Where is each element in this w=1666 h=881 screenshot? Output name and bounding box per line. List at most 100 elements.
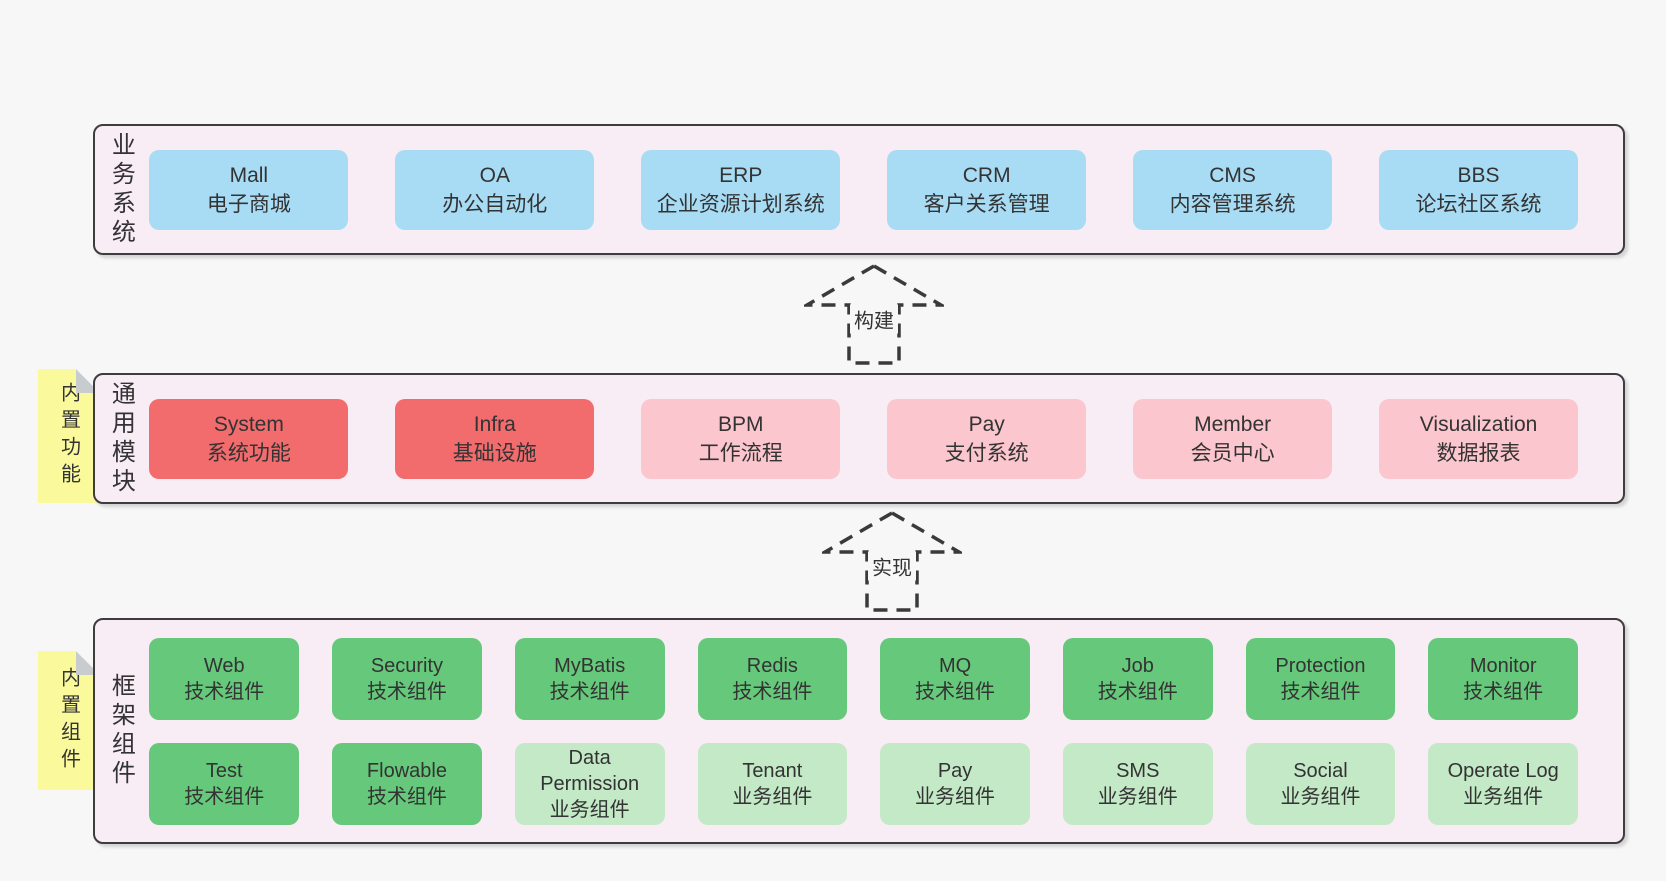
- box-social: Social 业务组件: [1245, 742, 1396, 825]
- box-pay: Pay 支付系统: [887, 398, 1087, 479]
- arrow-label: 实现: [868, 551, 916, 581]
- box-title: Infra: [473, 412, 516, 436]
- components-row-2: Test 技术组件 Flowable 技术组件 Data Permission …: [149, 742, 1579, 825]
- box-subtitle: 企业资源计划系统: [656, 192, 825, 216]
- sticky-note-built-in-components: 内置组件: [38, 651, 100, 790]
- box-title: ERP: [719, 163, 763, 187]
- box-bpm: BPM 工作流程: [641, 398, 841, 479]
- layer-label: 业务系统: [107, 131, 135, 248]
- framework-components-grid: Web 技术组件 Security 技术组件 MyBatis 技术组件 Redi…: [133, 637, 1623, 825]
- box-monitor: Monitor 技术组件: [1428, 637, 1579, 720]
- box-subtitle: 电子商城: [206, 192, 291, 216]
- arrow-implement: 实现: [822, 510, 962, 614]
- box-title: BPM: [717, 412, 764, 436]
- box-title: Mall: [229, 163, 269, 187]
- box-test: Test 技术组件: [149, 742, 300, 825]
- layer-framework-components: 框架组件 Web 技术组件 Security 技术组件 MyBatis 技术组件…: [93, 618, 1625, 844]
- box-subtitle: 技术组件: [1097, 680, 1178, 703]
- box-job: Job 技术组件: [1062, 637, 1213, 720]
- box-subtitle: 内容管理系统: [1169, 192, 1296, 216]
- box-subtitle: 技术组件: [1280, 680, 1361, 703]
- box-subtitle: 基础设施: [452, 441, 537, 465]
- note-label: 内置组件: [57, 666, 80, 775]
- box-title: Redis: [746, 654, 798, 677]
- box-subtitle: 技术组件: [1463, 680, 1544, 703]
- box-title: Monitor: [1469, 654, 1537, 677]
- box-title: MQ: [938, 654, 972, 677]
- box-title: BBS: [1457, 163, 1500, 187]
- box-title: Visualization: [1419, 412, 1538, 436]
- box-subtitle: 技术组件: [549, 680, 630, 703]
- box-visualization: Visualization 数据报表: [1379, 398, 1579, 479]
- box-bbs: BBS 论坛社区系统: [1379, 149, 1579, 230]
- layer-label: 通用模块: [107, 380, 135, 497]
- layer-label: 框架组件: [107, 673, 135, 789]
- box-subtitle: 技术组件: [732, 680, 813, 703]
- box-subtitle: 技术组件: [915, 680, 996, 703]
- box-title: Pay: [937, 759, 973, 782]
- box-title: Pay: [968, 412, 1005, 436]
- box-flowable: Flowable 技术组件: [332, 742, 482, 825]
- box-tenant: Tenant 业务组件: [697, 742, 848, 825]
- arrow-build: 构建: [804, 263, 944, 367]
- box-system: System 系统功能: [149, 398, 349, 479]
- box-title: Protection: [1275, 654, 1366, 677]
- arrow-label: 构建: [850, 304, 898, 334]
- note-label: 内置功能: [57, 382, 80, 490]
- box-cms: CMS 内容管理系统: [1133, 149, 1333, 230]
- box-oa: OA 办公自动化: [395, 149, 595, 230]
- box-title: Flowable: [366, 759, 447, 782]
- box-subtitle: 数据报表: [1436, 441, 1521, 465]
- box-operate-log: Operate Log 业务组件: [1428, 742, 1579, 825]
- box-infra: Infra 基础设施: [395, 398, 595, 479]
- box-security: Security 技术组件: [332, 637, 482, 720]
- box-title: Social: [1293, 759, 1348, 782]
- box-erp: ERP 企业资源计划系统: [641, 149, 841, 230]
- box-subtitle: 论坛社区系统: [1415, 192, 1542, 216]
- box-subtitle: 会员中心: [1190, 441, 1275, 465]
- box-subtitle: 系统功能: [206, 441, 291, 465]
- box-web: Web 技术组件: [149, 637, 300, 720]
- box-redis: Redis 技术组件: [697, 637, 848, 720]
- box-title: Security: [370, 654, 444, 677]
- box-title: Operate Log: [1447, 759, 1559, 782]
- box-title: System: [213, 412, 284, 436]
- sticky-note-built-in-features: 内置功能: [38, 369, 100, 503]
- box-subtitle: 业务组件: [1097, 785, 1178, 808]
- box-subtitle: 支付系统: [944, 441, 1029, 465]
- box-subtitle: 客户关系管理: [923, 192, 1050, 216]
- box-subtitle: 业务组件: [1463, 785, 1544, 808]
- box-title: Member: [1194, 412, 1272, 436]
- box-subtitle: 工作流程: [698, 441, 783, 465]
- box-subtitle: 技术组件: [366, 785, 447, 808]
- box-title: Data Permission: [540, 746, 640, 795]
- box-title: MyBatis: [554, 654, 626, 677]
- box-pay-component: Pay 业务组件: [880, 742, 1030, 825]
- box-title: Job: [1121, 654, 1154, 677]
- box-title: OA: [479, 163, 510, 187]
- box-mq: MQ 技术组件: [880, 637, 1030, 720]
- box-title: Test: [205, 759, 243, 782]
- box-title: Tenant: [742, 759, 803, 782]
- box-sms: SMS 业务组件: [1062, 742, 1213, 825]
- box-mall: Mall 电子商城: [149, 149, 349, 230]
- box-subtitle: 业务组件: [549, 798, 630, 821]
- box-subtitle: 业务组件: [732, 785, 813, 808]
- business-systems-boxes: Mall 电子商城 OA 办公自动化 ERP 企业资源计划系统 CRM 客户关系…: [133, 149, 1623, 230]
- box-title: SMS: [1116, 759, 1160, 782]
- box-member: Member 会员中心: [1133, 398, 1333, 479]
- box-title: CMS: [1209, 163, 1256, 187]
- box-subtitle: 技术组件: [184, 785, 265, 808]
- components-row-1: Web 技术组件 Security 技术组件 MyBatis 技术组件 Redi…: [149, 637, 1579, 720]
- box-title: CRM: [962, 163, 1011, 187]
- box-subtitle: 业务组件: [915, 785, 996, 808]
- box-subtitle: 办公自动化: [442, 192, 548, 216]
- box-crm: CRM 客户关系管理: [887, 149, 1087, 230]
- box-subtitle: 业务组件: [1280, 785, 1361, 808]
- layer-common-modules: 通用模块 System 系统功能 Infra 基础设施 BPM 工作流程 Pay…: [93, 373, 1625, 504]
- box-mybatis: MyBatis 技术组件: [514, 637, 665, 720]
- box-data-permission: Data Permission 业务组件: [514, 742, 665, 825]
- common-modules-boxes: System 系统功能 Infra 基础设施 BPM 工作流程 Pay 支付系统…: [133, 398, 1623, 479]
- box-title: Web: [203, 654, 245, 677]
